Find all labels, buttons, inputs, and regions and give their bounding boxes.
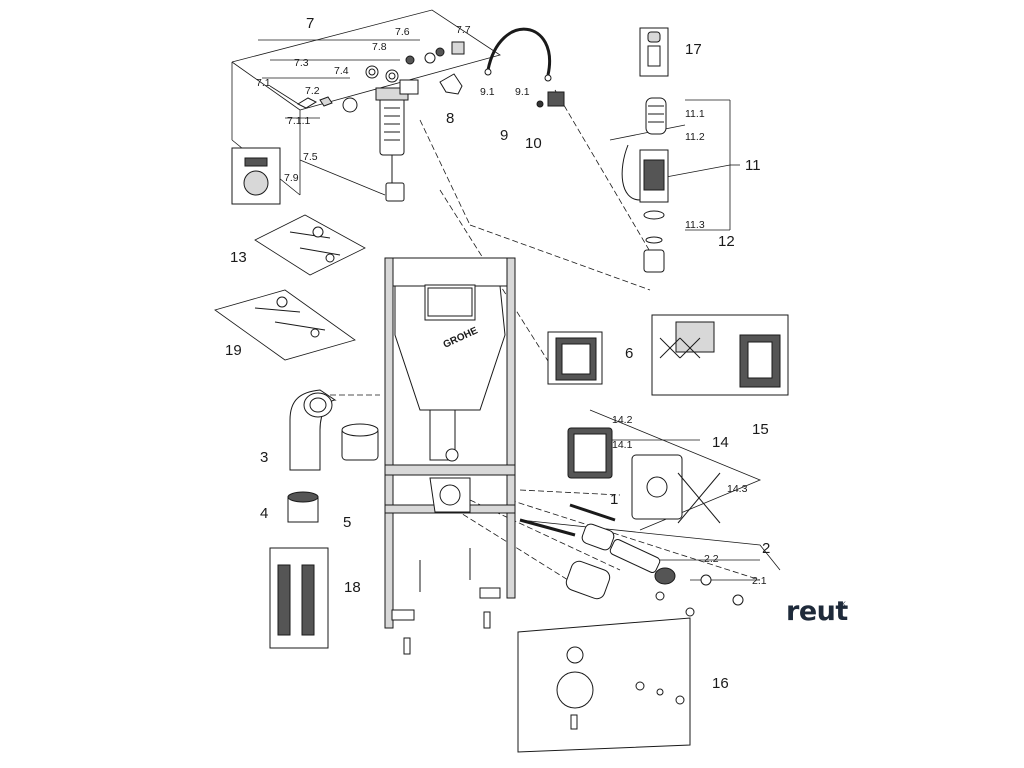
label-16: 16 [712, 675, 729, 692]
part-7-9-inset [231, 147, 281, 205]
label-2-1: 2.1 [752, 575, 767, 587]
label-8: 8 [446, 110, 454, 127]
label-17: 17 [685, 41, 702, 58]
protective-cover-6 [547, 331, 603, 385]
label-5: 5 [343, 514, 351, 531]
label-6: 6 [625, 345, 633, 362]
label-13: 13 [230, 249, 247, 266]
label-7: 7 [306, 15, 314, 32]
flush-plate-14 [567, 427, 721, 524]
anchor-bolts [403, 548, 491, 655]
angle-valve [536, 91, 565, 108]
waste-bend-3 [289, 389, 379, 471]
hose-bracket [439, 73, 463, 95]
label-7-2: 7.2 [305, 85, 320, 97]
label-7-3: 7.3 [294, 57, 309, 69]
label-4: 4 [260, 505, 268, 522]
label-14: 14 [712, 434, 729, 451]
flexible-hose [486, 27, 552, 76]
fixing-set-13 [254, 214, 366, 276]
label-7-1-1: 7.1.1 [287, 115, 311, 127]
label-3: 3 [260, 449, 268, 466]
label-7-9: 7.9 [284, 172, 299, 184]
installation-frame: GROHE [384, 257, 516, 629]
fixing-set-19 [214, 289, 356, 361]
label-7-5: 7.5 [303, 151, 318, 163]
part-18-inset [269, 547, 329, 649]
label-9-1a: 9.1 [480, 86, 495, 98]
label-14-2: 14.2 [612, 414, 633, 426]
label-12: 12 [718, 233, 735, 250]
label-7-1: 7.1 [256, 77, 271, 89]
label-11-2: 11.2 [685, 131, 705, 143]
sound-insulation-16 [517, 617, 691, 753]
fill-valve-assembly [296, 41, 465, 202]
label-11: 11 [745, 157, 761, 174]
part-15-inset [651, 314, 789, 396]
label-7-8: 7.8 [372, 41, 387, 53]
label-15: 15 [752, 421, 769, 438]
label-7-4: 7.4 [334, 65, 349, 77]
connector-pipes-2 [565, 523, 744, 617]
label-11-1: 11.1 [685, 108, 705, 120]
label-1: 1 [610, 491, 618, 508]
actuation-rods-1 [519, 503, 616, 537]
label-9-1b: 9.1 [515, 86, 530, 98]
label-2: 2 [762, 540, 770, 557]
brand-logo: reut [786, 596, 848, 627]
label-14-3: 14.3 [727, 483, 748, 495]
flush-valve-assembly [621, 27, 669, 273]
brand-suffix: SK [838, 601, 846, 608]
label-9: 9 [500, 127, 508, 144]
label-2-2: 2.2 [704, 553, 719, 565]
label-7-6: 7.6 [395, 26, 410, 38]
label-19: 19 [225, 342, 242, 359]
label-10: 10 [525, 135, 542, 152]
label-11-3: 11.3 [685, 219, 705, 231]
label-7-7: 7.7 [456, 24, 471, 36]
label-14-1: 14.1 [612, 439, 633, 451]
cap-4 [287, 491, 319, 523]
label-18: 18 [344, 579, 361, 596]
